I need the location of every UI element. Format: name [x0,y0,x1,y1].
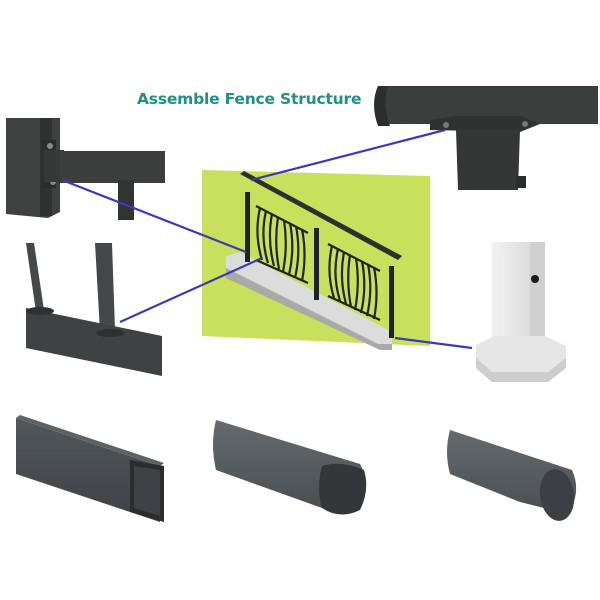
handrail-bracket-image [374,86,598,190]
connector-bracket-to-post [61,178,247,254]
oval-tube-image [447,430,577,521]
diagram-title: Assemble Fence Structure [137,90,362,108]
shaped-tube-image [213,420,367,515]
stair-railing-diagram [202,170,430,350]
picket-base-rail-image [26,243,162,376]
square-tube-image [16,415,164,522]
post-base-image [476,242,566,382]
bracket-joint-image [6,118,165,220]
connector-handrail-to-bracket [250,128,446,182]
connector-picket-to-base [119,256,263,324]
connector-lines [61,128,473,350]
connector-post-to-base [394,336,473,350]
